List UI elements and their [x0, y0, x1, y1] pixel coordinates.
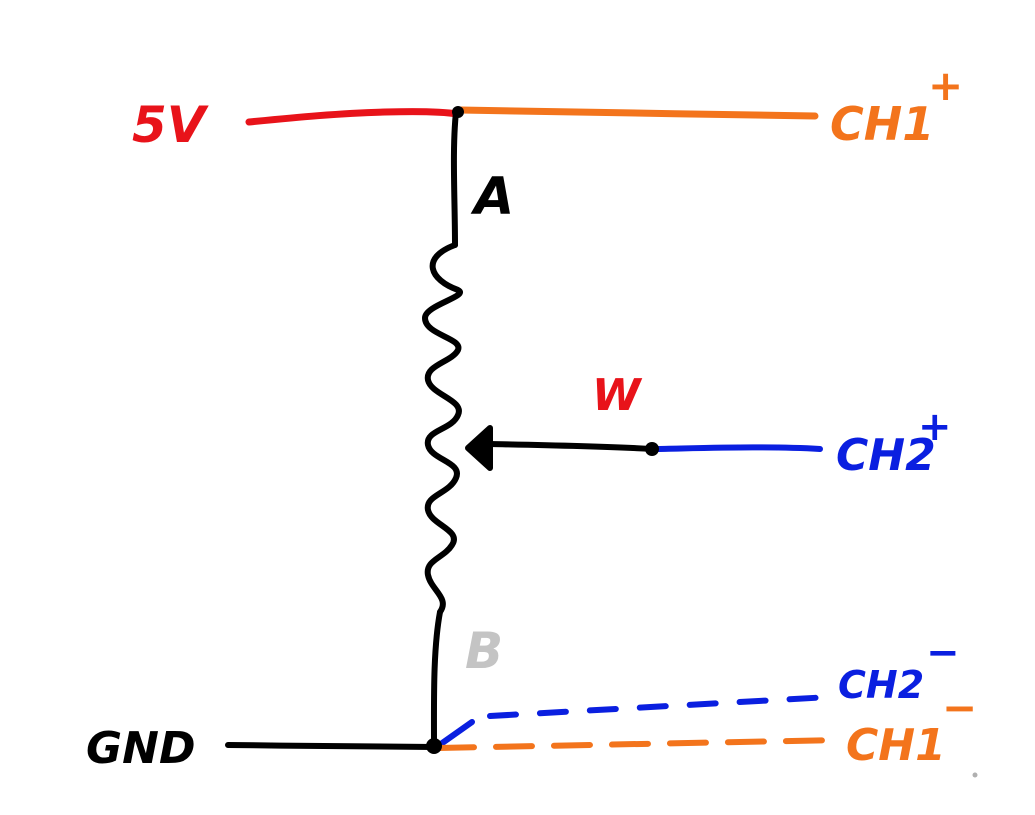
wiper-arrow	[465, 425, 493, 471]
node-ground	[426, 738, 442, 754]
terminal-a-label: A	[470, 167, 514, 227]
ch1-plus-label: CH1	[830, 97, 934, 151]
terminal-b-wire	[430, 609, 443, 748]
resistor-body	[422, 242, 464, 615]
wiper-wire	[487, 441, 655, 452]
ch2-minus-dashed-wire	[487, 694, 833, 719]
node-wiper	[645, 442, 659, 456]
supply-wire	[245, 108, 462, 126]
ch1-minus-dashed-wire	[435, 737, 843, 751]
node-a	[452, 106, 464, 118]
wiper-label: W	[592, 370, 643, 421]
ground-wire	[225, 742, 437, 750]
ch2-plus-sign: +	[918, 404, 952, 450]
ch2-minus-sign: −	[926, 630, 960, 676]
ch2-minus-wire	[435, 719, 475, 749]
ch2-plus-label: CH2	[836, 430, 936, 481]
terminal-b-label: B	[465, 622, 503, 680]
supply-label: 5V	[132, 96, 209, 154]
ground-label: GND	[86, 723, 195, 774]
ch1-minus-sign: −	[942, 683, 977, 732]
ch1-minus-label: CH1	[846, 720, 946, 771]
ch1-plus-wire	[456, 106, 819, 120]
stray-dot	[972, 772, 978, 778]
terminal-a-wire	[450, 109, 459, 248]
ch2-minus-label: CH2	[838, 663, 924, 707]
ch1-plus-sign: +	[928, 61, 963, 110]
ch2-plus-wire	[651, 444, 823, 452]
